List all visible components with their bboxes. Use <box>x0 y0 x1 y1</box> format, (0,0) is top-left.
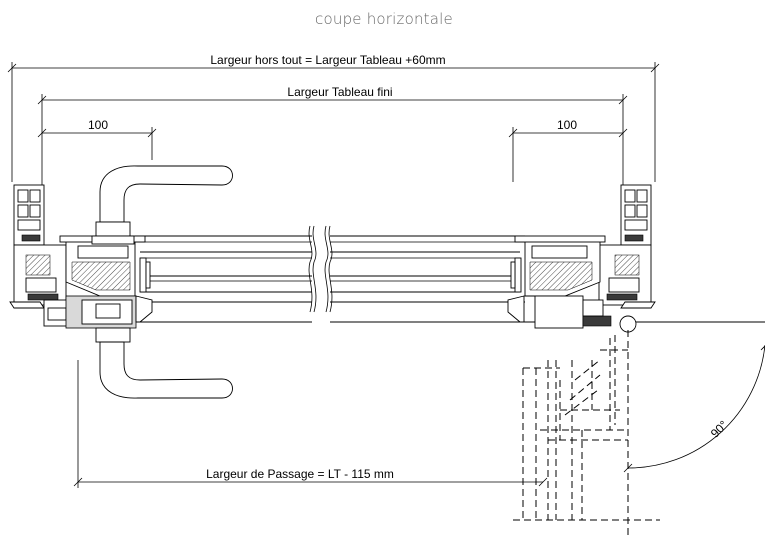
right-offset-label: 100 <box>557 118 577 132</box>
left-offset-label: 100 <box>88 118 108 132</box>
passage-width-dimension: Largeur de Passage = LT - 115 mm <box>73 360 548 488</box>
glazing-panel <box>135 225 610 323</box>
finished-opening-dimension: Largeur Tableau fini <box>37 85 628 185</box>
opened-leaf-outline <box>513 330 660 535</box>
left-frame-profile <box>9 184 153 329</box>
finished-opening-label: Largeur Tableau fini <box>287 85 392 99</box>
drawing-title: coupe horizontale <box>315 10 453 28</box>
door-handle <box>91 165 233 399</box>
overall-width-dimension: Largeur hors tout = Largeur Tableau +60m… <box>7 53 660 182</box>
opening-angle-indicator: 90° <box>623 344 765 473</box>
left-offset-dimension: 100 <box>37 118 157 160</box>
passage-width-label: Largeur de Passage = LT - 115 mm <box>206 467 394 481</box>
overall-width-label: Largeur hors tout = Largeur Tableau +60m… <box>210 53 445 67</box>
opening-angle-label: 90° <box>708 418 731 441</box>
right-frame-profile <box>507 184 656 333</box>
right-offset-dimension: 100 <box>508 118 628 182</box>
